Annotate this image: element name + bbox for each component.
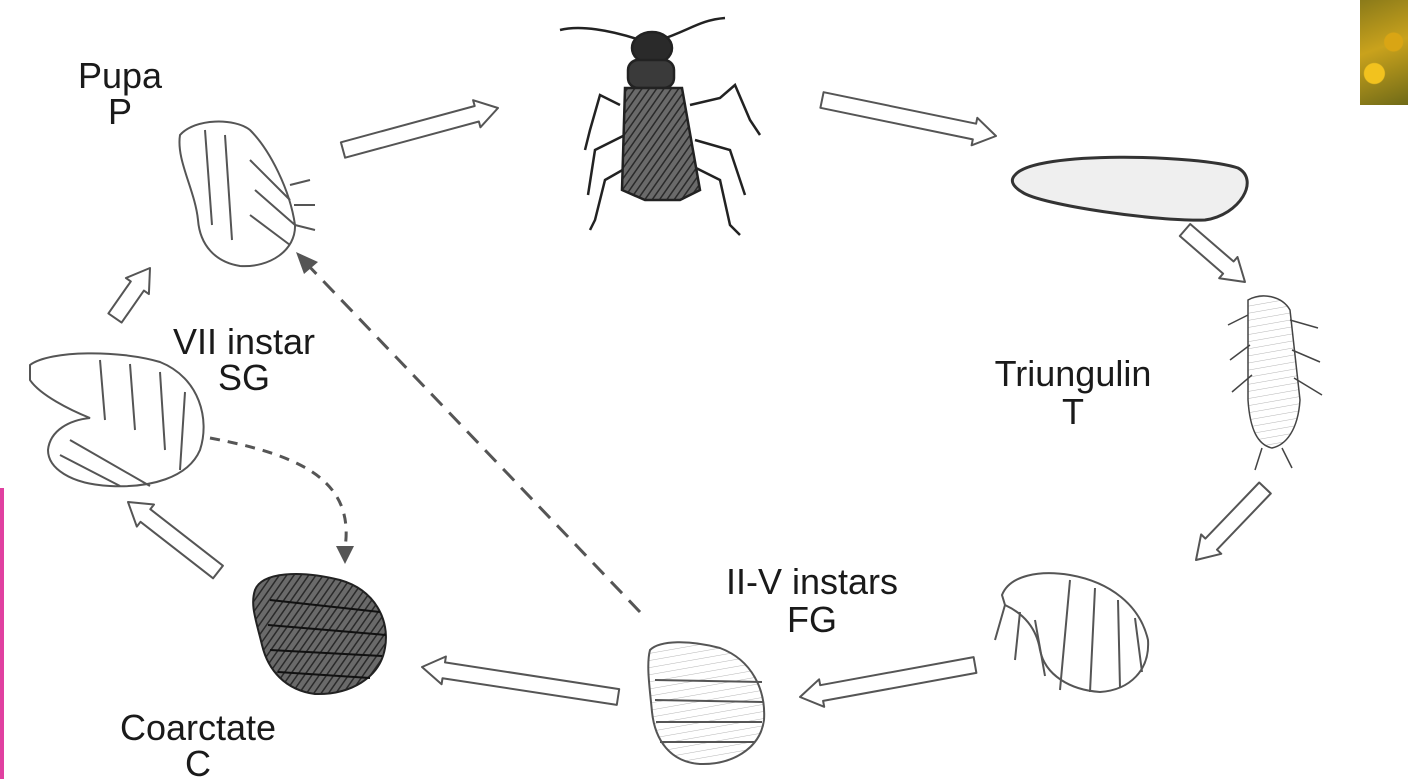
arrow-pupa-to-adult: [341, 100, 498, 158]
second-fifth-instars-code: FG: [787, 599, 837, 640]
dashed-arrow-sg-to-coarctate: [210, 438, 354, 564]
pink-edge-strip: [0, 488, 4, 779]
seventh-instar-label: VII instar: [173, 321, 315, 362]
second-fifth-instars-label: II-V instars: [726, 561, 898, 602]
triungulin-code: T: [1062, 391, 1084, 432]
pupa-label: Pupa: [78, 55, 163, 96]
coarctate-label: Coarctate: [120, 707, 276, 748]
arrow-egg-to-triungulin: [1180, 224, 1245, 282]
arrow-adult-to-egg: [820, 92, 996, 145]
seventh-instar-code: SG: [218, 357, 270, 398]
egg-drawing: [1012, 157, 1247, 220]
arrow-first-grub-to-fg: [800, 657, 976, 707]
adult-beetle-drawing: [560, 18, 760, 235]
corner-photo-fragment: [1360, 0, 1408, 105]
pupa-drawing: [179, 122, 315, 267]
triungulin-label: Triungulin: [995, 353, 1152, 394]
coarctate-code: C: [185, 743, 211, 779]
arrow-fg-to-coarctate: [422, 657, 619, 705]
fg-larva-drawing: [648, 642, 764, 764]
arrow-coarctate-to-seventh: [128, 502, 223, 578]
arrow-seventh-to-pupa: [108, 268, 150, 323]
pupa-code: P: [108, 91, 132, 132]
first-grub-larva-drawing: [995, 573, 1148, 692]
triungulin-drawing: [1228, 296, 1322, 470]
coarctate-larva-drawing: [253, 574, 386, 694]
arrow-triungulin-to-first-grub: [1196, 483, 1271, 561]
seventh-instar-larva-drawing: [30, 353, 204, 486]
